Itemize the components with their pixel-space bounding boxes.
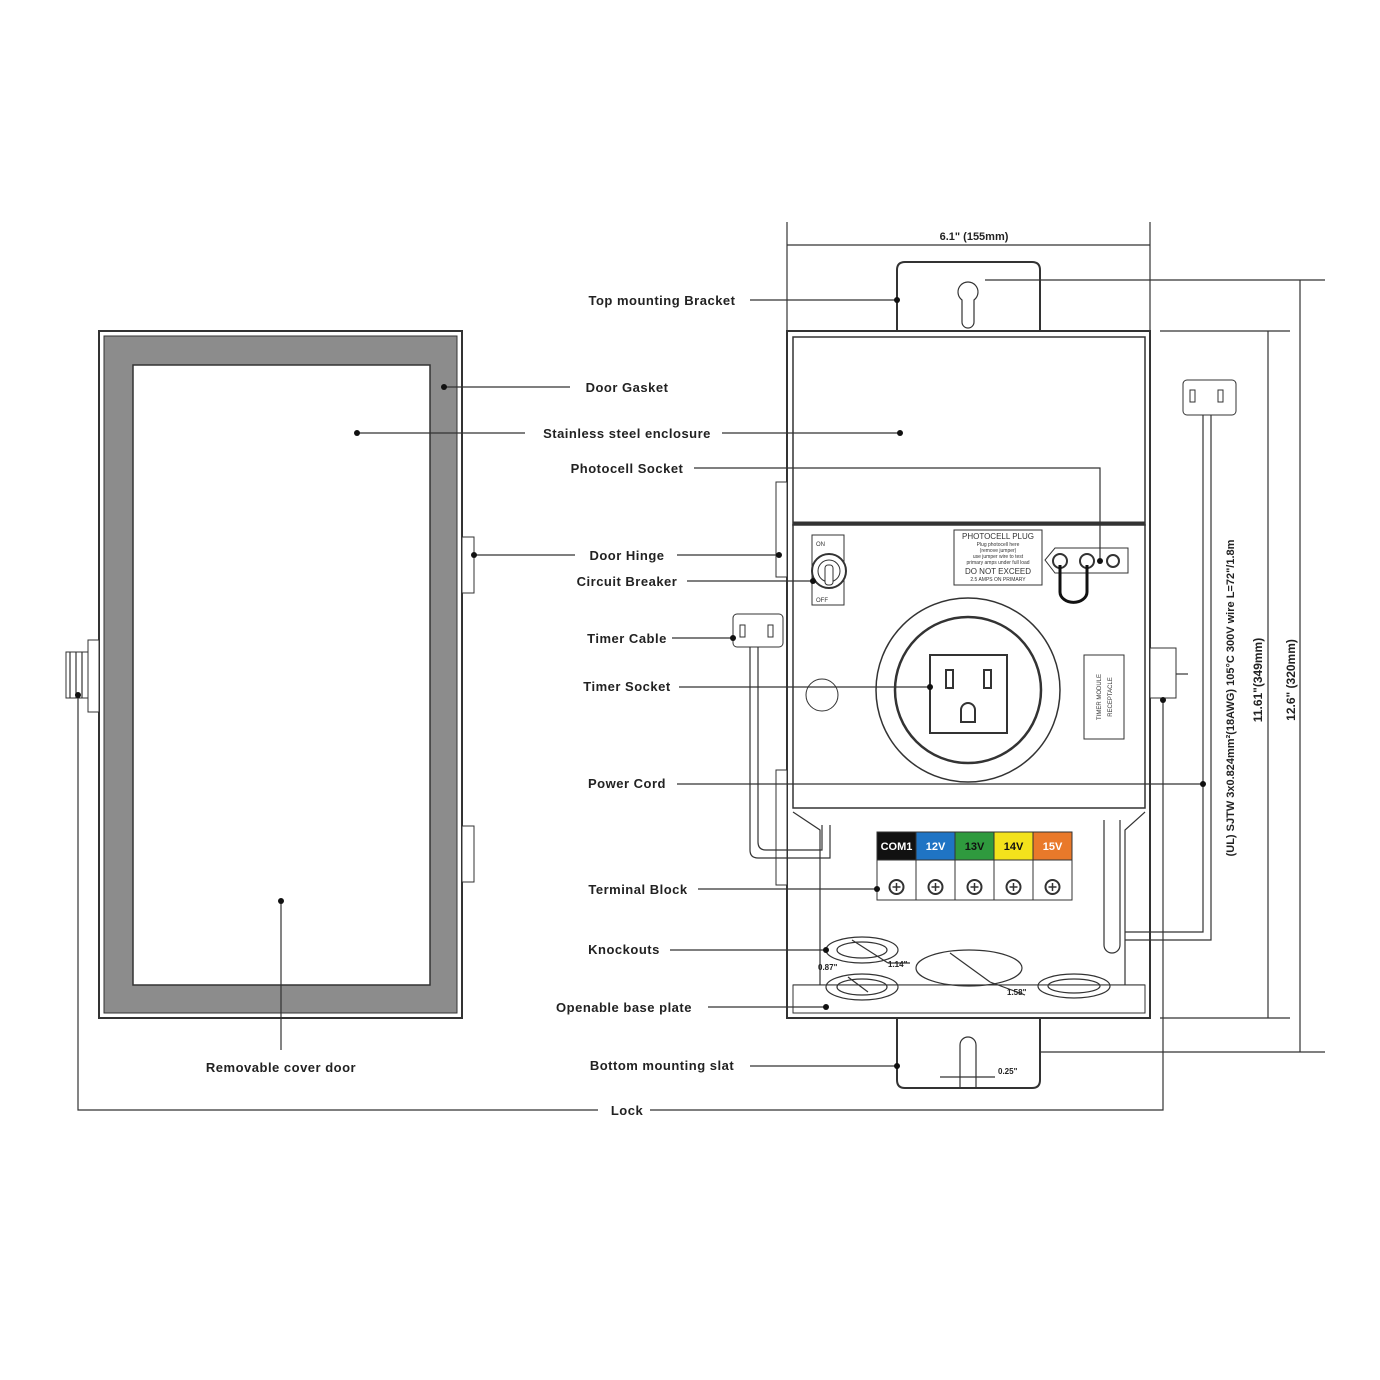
width-dim: 6.1" (155mm): [940, 231, 1009, 243]
slot: [959, 1036, 977, 1088]
terminal-color-1: [915, 831, 956, 861]
breaker-off-label: OFF: [816, 598, 828, 604]
label-terminal-block: Terminal Block: [588, 882, 688, 897]
photocell-line: use jumper wire to test: [973, 554, 1024, 560]
slot-width-dim: 0.25": [998, 1067, 1018, 1076]
knockout-medium-dim: 1.14": [888, 960, 908, 969]
hinge-upper: [461, 536, 475, 594]
breaker-on-label: ON: [816, 542, 825, 548]
wire-spec: (UL) SJTW 3x0.824mm²(18AWG) 105°C 300V w…: [1225, 539, 1237, 856]
label-enclosure: Stainless steel enclosure: [543, 426, 711, 441]
screw-cross: [892, 883, 901, 891]
lock: [65, 639, 100, 713]
label-base-plate: Openable base plate: [556, 1000, 692, 1015]
label-cover-door: Removable cover door: [206, 1060, 356, 1075]
photocell-warning: DO NOT EXCEED: [965, 567, 1031, 576]
timer-line: TIMER MODULE: [1097, 674, 1103, 720]
screw-cross: [1009, 883, 1018, 891]
timer-line: RECEPTACLE: [1108, 677, 1114, 717]
photocell-rating: 2.5 AMPS ON PRIMARY: [970, 577, 1026, 583]
callouts: Top mounting Bracket Door Gasket Stainle…: [75, 293, 1206, 1118]
photocell-socket: [1044, 547, 1129, 604]
label-bottom-slat: Bottom mounting slat: [590, 1058, 734, 1073]
label-timer-cable: Timer Cable: [587, 631, 667, 646]
height-outer-dim: 12.6" (320mm): [1284, 639, 1298, 721]
label-knockouts: Knockouts: [588, 942, 660, 957]
photocell-line: Plug photocell here: [977, 542, 1020, 548]
knockouts: 1.14" 0.87" 1.58": [818, 936, 1111, 1001]
dimensions: 6.1" (155mm) 12.6" (320mm) 11.61"(349mm)…: [786, 222, 1325, 1078]
terminal-block: COM1 12V 13V 14V 15V: [876, 831, 1073, 901]
circuit-breaker: ON OFF: [811, 534, 847, 606]
terminal-color-3: [993, 831, 1034, 861]
bottom-slat: [896, 1018, 1041, 1089]
terminal-label: 14V: [1004, 841, 1024, 853]
label-circuit-breaker: Circuit Breaker: [577, 574, 678, 589]
terminal-label: 15V: [1043, 841, 1063, 853]
label-top-bracket: Top mounting Bracket: [589, 293, 736, 308]
terminal-label: 13V: [965, 841, 985, 853]
power-cord: [1103, 379, 1237, 954]
terminal-label: 12V: [926, 841, 946, 853]
label-photocell-socket: Photocell Socket: [571, 461, 684, 476]
enclosure: ON OFF PHOTOCELL PLUG Plug photocell her…: [732, 261, 1237, 1089]
knockout-large-dim: 1.58": [1007, 988, 1027, 997]
knockout-small-dim: 0.87": [818, 963, 838, 972]
cover-door: [65, 330, 475, 1019]
label-power-cord: Power Cord: [588, 776, 666, 791]
screw-cross: [931, 883, 940, 891]
keyhole-icon: [957, 281, 979, 329]
label-timer-socket: Timer Socket: [583, 679, 671, 694]
timer-module-label: TIMER MODULE RECEPTACLE: [1083, 654, 1125, 740]
label-door-hinge: Door Hinge: [589, 548, 664, 563]
photocell-title: PHOTOCELL PLUG: [962, 532, 1034, 541]
timer-socket: [875, 597, 1061, 783]
terminal-label: COM1: [881, 841, 913, 853]
photocell-line: primary amps under full load: [966, 560, 1029, 566]
top-bracket: [896, 261, 1041, 331]
photocell-line: (remove jumper): [980, 548, 1017, 554]
terminal-color-4: [1032, 831, 1073, 861]
height-inner-dim: 11.61"(349mm): [1251, 638, 1265, 722]
label-lock: Lock: [611, 1103, 644, 1118]
timer-cable: [732, 613, 831, 859]
label-door-gasket: Door Gasket: [586, 380, 669, 395]
screw-cross: [1048, 883, 1057, 891]
screw-cross: [970, 883, 979, 891]
hinge-lower: [461, 825, 475, 883]
photocell-plug-label: PHOTOCELL PLUG Plug photocell here (remo…: [953, 529, 1043, 586]
